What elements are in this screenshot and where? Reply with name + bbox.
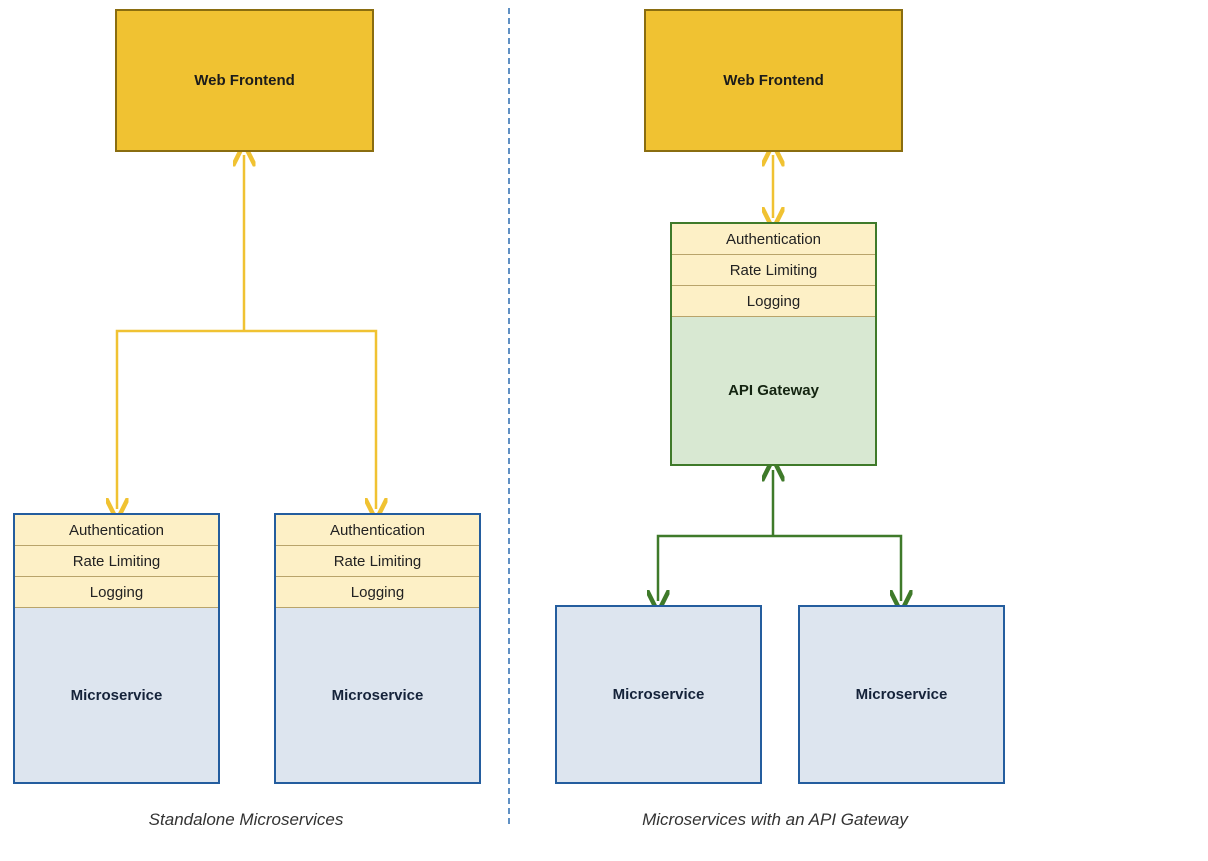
right-web-frontend-label: Web Frontend [723, 72, 824, 89]
left-service-1-body: Microservice [15, 608, 218, 782]
left-service-1-logging-layer: Logging [15, 577, 218, 608]
api-gateway-stack: Authentication Rate Limiting Logging API… [670, 222, 877, 466]
left-service-1-auth-layer: Authentication [15, 515, 218, 546]
api-gateway-label: API Gateway [728, 382, 819, 399]
left-service-1-rate-limit-layer: Rate Limiting [15, 546, 218, 577]
gateway-logging-layer: Logging [672, 286, 875, 317]
left-microservice-stack-1: Authentication Rate Limiting Logging Mic… [13, 513, 220, 784]
gateway-rate-limit-layer: Rate Limiting [672, 255, 875, 286]
left-service-2-logging-layer: Logging [276, 577, 479, 608]
gateway-auth-layer: Authentication [672, 224, 875, 255]
gateway-body: API Gateway [672, 317, 875, 464]
right-panel-caption: Microservices with an API Gateway [642, 810, 908, 829]
right-web-frontend-box: Web Frontend [644, 9, 903, 152]
right-service-2-label: Microservice [855, 686, 948, 703]
gateway-branch-connector-2 [773, 534, 901, 601]
left-service-2-rate-limit-layer: Rate Limiting [276, 546, 479, 577]
right-microservice-box-2: Microservice [798, 605, 1005, 784]
left-web-frontend-box: Web Frontend [115, 9, 374, 152]
gateway-branch-connector-1 [658, 534, 773, 601]
left-service-2-auth-layer: Authentication [276, 515, 479, 546]
left-service-2-body: Microservice [276, 608, 479, 782]
left-microservice-stack-2: Authentication Rate Limiting Logging Mic… [274, 513, 481, 784]
left-branch-connector-2 [244, 329, 376, 509]
right-service-1-label: Microservice [612, 686, 705, 703]
left-service-1-label: Microservice [70, 686, 163, 704]
left-web-frontend-label: Web Frontend [194, 72, 295, 89]
left-panel-caption: Standalone Microservices [148, 810, 344, 829]
right-microservice-box-1: Microservice [555, 605, 762, 784]
left-branch-connector-1 [117, 329, 244, 509]
left-service-2-label: Microservice [331, 686, 424, 704]
